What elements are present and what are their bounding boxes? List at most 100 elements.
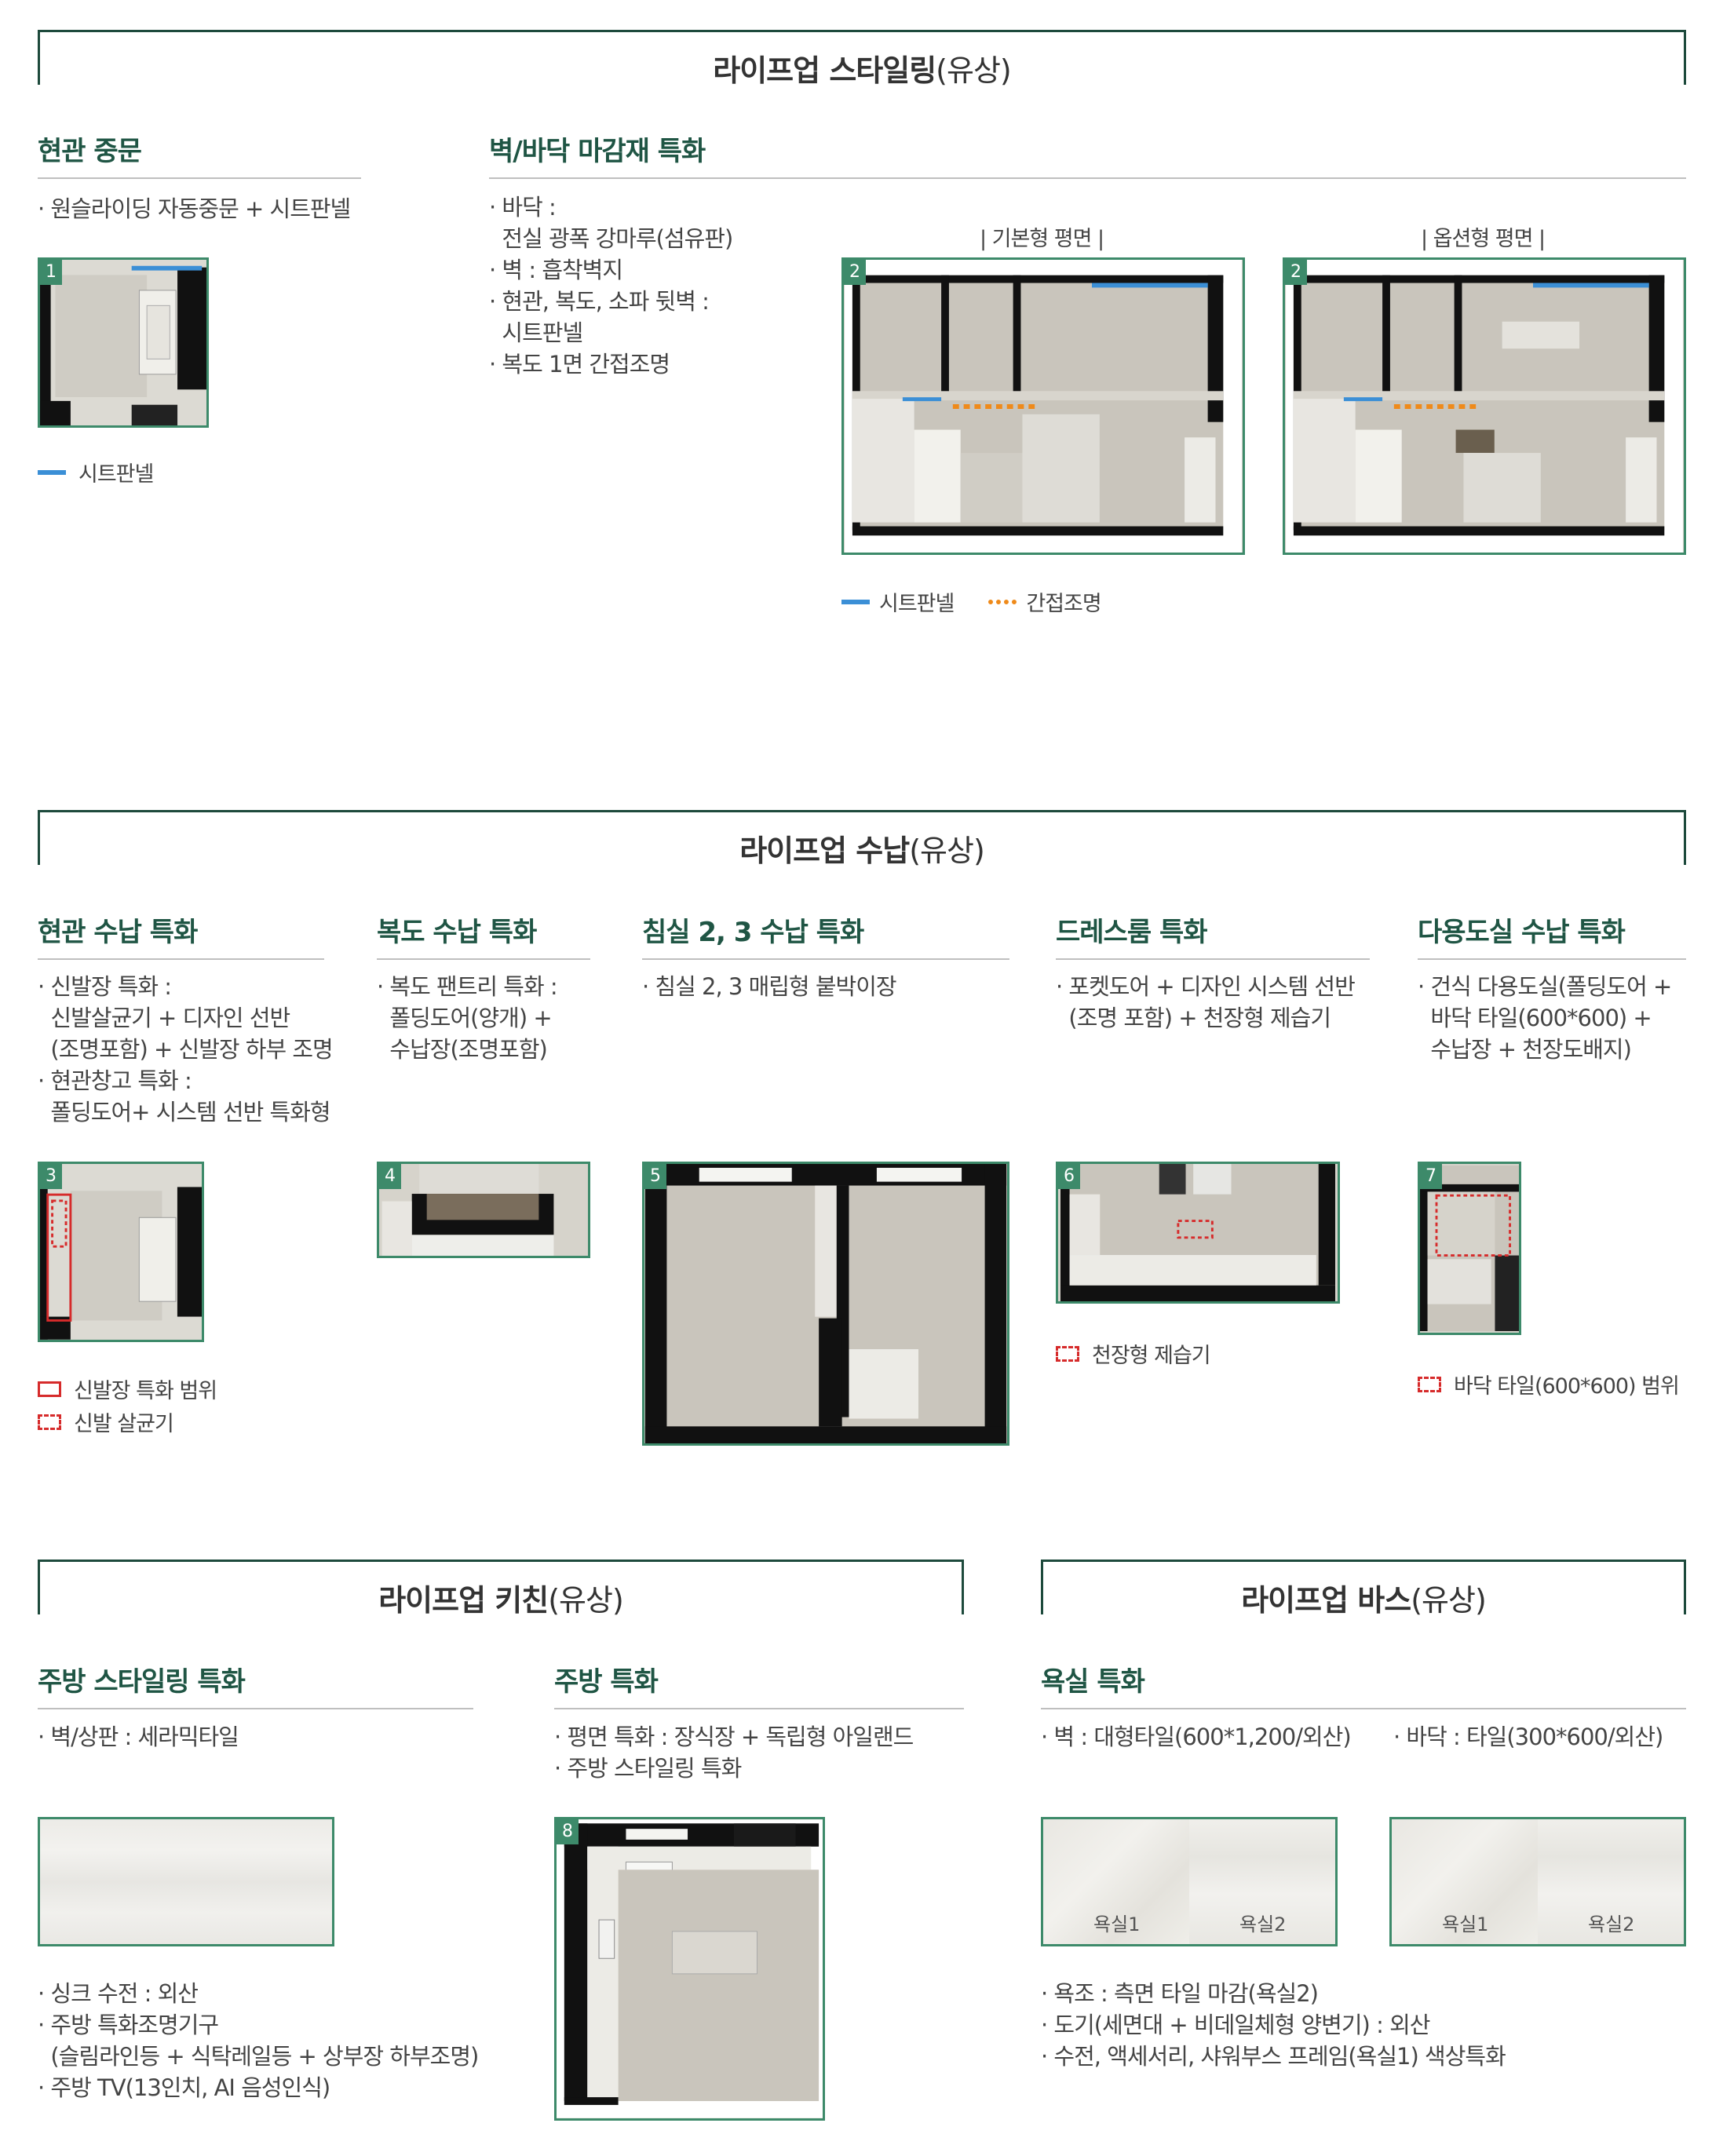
legend-shoe-range: 신발장 특화 범위 — [38, 1373, 217, 1404]
bedroom-storage-heading: 침실 2, 3 수납 특화 — [642, 917, 864, 948]
bathroom-wall-desc: · 벽 : 대형타일(600*1,200/외산) — [1041, 1724, 1352, 1750]
divider — [38, 958, 324, 960]
divider — [1056, 958, 1370, 960]
tile-bath2: 욕실2 — [1538, 1819, 1684, 1944]
divider — [1418, 958, 1686, 960]
tile-bath1: 욕실1 — [1392, 1819, 1538, 1944]
tile-bath2: 욕실2 — [1189, 1819, 1335, 1944]
blue-line-icon — [38, 469, 66, 475]
hallway-storage-illustration — [381, 1164, 586, 1256]
utility-storage-heading: 다용도실 수납 특화 — [1418, 917, 1626, 948]
image-number-badge: 6 — [1058, 1164, 1080, 1189]
legend-label: 시트판넬 — [879, 592, 955, 616]
tile-bath1: 욕실1 — [1043, 1819, 1189, 1944]
bathroom-heading: 욕실 특화 — [1041, 1666, 1145, 1698]
blue-line-icon — [841, 599, 870, 604]
entrance-storage-image: 3 — [38, 1162, 204, 1342]
dressroom-desc: · 포켓도어 + 디자인 시스템 선반 (조명 포함) + 천장형 제습기 — [1056, 973, 1356, 1031]
tile-label: 욕실2 — [1239, 1913, 1287, 1935]
orange-dotted-line-icon — [988, 599, 1017, 604]
section-title: 라이프업 수납(유상) — [739, 834, 985, 868]
dressroom-illustration — [1060, 1164, 1335, 1301]
utility-storage-desc: · 건식 다용도실(폴딩도어 + 바닥 타일(600*600) + 수납장 + … — [1418, 973, 1672, 1063]
divider — [377, 958, 590, 960]
legend-label: 천장형 제습기 — [1092, 1344, 1211, 1368]
section-bath-header: 라이프업 바스(유상) — [1041, 1560, 1686, 1618]
tile-label: 욕실2 — [1588, 1913, 1635, 1935]
bedroom-storage-desc: · 침실 2, 3 매립형 붙박이장 — [642, 973, 897, 1000]
plan-option-label: | 옵션형 평면 | — [1421, 227, 1546, 251]
bathroom-floor-desc: · 바닥 : 타일(300*600/외산) — [1393, 1724, 1663, 1750]
red-dashed-box-icon — [1418, 1376, 1441, 1392]
section-title: 라이프업 바스(유상) — [1241, 1583, 1487, 1618]
bathroom-desc: · 욕조 : 측면 타일 마감(욕실2) · 도기(세면대 + 비데일체형 양변… — [1041, 1980, 1506, 2070]
dressroom-heading: 드레스룸 특화 — [1056, 917, 1208, 948]
red-dashed-box-icon — [38, 1414, 61, 1430]
kitchen-plan-illustration — [557, 1819, 823, 2118]
image-number-badge: 2 — [844, 260, 866, 285]
legend-label: 신발 살균기 — [74, 1412, 174, 1436]
divider — [642, 958, 1009, 960]
utility-storage-image: 7 — [1418, 1162, 1521, 1335]
finish-desc: · 바닥 : 전실 광폭 강마루(섬유판) · 벽 : 흡착벽지 · 현관, 복… — [489, 194, 733, 378]
divider — [1041, 1708, 1686, 1709]
hallway-storage-desc: · 복도 팬트리 특화 : 폴딩도어(양개) + 수납장(조명포함) — [377, 973, 558, 1063]
section-kitchen-header: 라이프업 키친(유상) — [38, 1560, 964, 1618]
image-number-badge: 2 — [1285, 260, 1307, 285]
legend-finish: 시트판넬 간접조명 — [841, 586, 1102, 617]
floorplan-basic-image: 2 — [841, 257, 1245, 555]
bedroom-storage-image: 5 — [642, 1162, 1009, 1446]
floorplan-option-image: 2 — [1283, 257, 1686, 555]
floorplan-option-illustration — [1286, 260, 1683, 553]
legend-label: 간접조명 — [1026, 592, 1101, 616]
entrance-storage-desc: · 신발장 특화 : 신발살균기 + 디자인 선반 (조명포함) + 신발장 하… — [38, 973, 334, 1125]
entrance-floorplan-illustration — [40, 260, 206, 425]
wall-tile-sample: 욕실1 욕실2 — [1041, 1817, 1338, 1946]
red-dashed-box-icon — [1056, 1345, 1079, 1362]
kitchen-heading: 주방 특화 — [554, 1666, 659, 1698]
dressroom-image: 6 — [1056, 1162, 1340, 1304]
kitchen-styling-heading: 주방 스타일링 특화 — [38, 1666, 246, 1698]
legend-dehumidifier: 천장형 제습기 — [1056, 1338, 1211, 1369]
divider — [38, 1708, 473, 1709]
divider — [554, 1708, 964, 1709]
section-storage-header: 라이프업 수납(유상) — [38, 810, 1686, 868]
kitchen-desc: · 평면 특화 : 장식장 + 독립형 아일랜드 · 주방 스타일링 특화 — [554, 1724, 914, 1782]
ceramic-tile-sample — [38, 1817, 334, 1946]
image-number-badge: 4 — [379, 1164, 401, 1189]
floor-tile-sample: 욕실1 욕실2 — [1389, 1817, 1686, 1946]
legend-label: 신발장 특화 범위 — [74, 1379, 217, 1403]
tile-label: 욕실1 — [1093, 1913, 1141, 1935]
floorplan-basic-illustration — [845, 260, 1242, 553]
image-number-badge: 1 — [40, 260, 62, 285]
hallway-storage-heading: 복도 수납 특화 — [377, 917, 537, 948]
hallway-storage-image: 4 — [377, 1162, 590, 1258]
image-number-badge: 5 — [644, 1164, 666, 1189]
divider — [38, 177, 361, 179]
section-title: 라이프업 키친(유상) — [378, 1583, 624, 1618]
red-box-icon — [38, 1381, 61, 1397]
divider — [489, 177, 1686, 179]
kitchen-plan-image: 8 — [554, 1817, 825, 2121]
image-number-badge: 8 — [557, 1819, 579, 1844]
section-title: 라이프업 스타일링(유상) — [713, 53, 1011, 88]
kitchen-styling-desc2: · 싱크 수전 : 외산 · 주방 특화조명기구 (슬림라인등 + 식탁레일등 … — [38, 1980, 479, 2101]
legend-sheet-panel: 시트판넬 — [38, 457, 154, 487]
legend-label: 바닥 타일(600*600) 범위 — [1454, 1374, 1680, 1399]
utility-storage-illustration — [1420, 1166, 1519, 1331]
entrance-door-image: 1 — [38, 257, 209, 428]
entrance-storage-heading: 현관 수납 특화 — [38, 917, 198, 948]
legend-label: 시트판넬 — [78, 462, 154, 487]
legend-shoe-sterilizer: 신발 살균기 — [38, 1406, 174, 1437]
entrance-storage-illustration — [40, 1164, 202, 1340]
bedroom-storage-illustration — [644, 1164, 1007, 1443]
plan-basic-label: | 기본형 평면 | — [980, 227, 1104, 251]
section-styling-header: 라이프업 스타일링(유상) — [38, 30, 1686, 88]
entrance-door-desc: · 원슬라이딩 자동중문 + 시트판넬 — [38, 195, 351, 222]
kitchen-styling-desc: · 벽/상판 : 세라믹타일 — [38, 1724, 239, 1750]
legend-floor-tile: 바닥 타일(600*600) 범위 — [1418, 1369, 1680, 1399]
image-number-badge: 3 — [40, 1164, 62, 1189]
finish-heading: 벽/바닥 마감재 특화 — [489, 136, 706, 167]
tile-label: 욕실1 — [1442, 1913, 1489, 1935]
entrance-door-heading: 현관 중문 — [38, 136, 142, 167]
